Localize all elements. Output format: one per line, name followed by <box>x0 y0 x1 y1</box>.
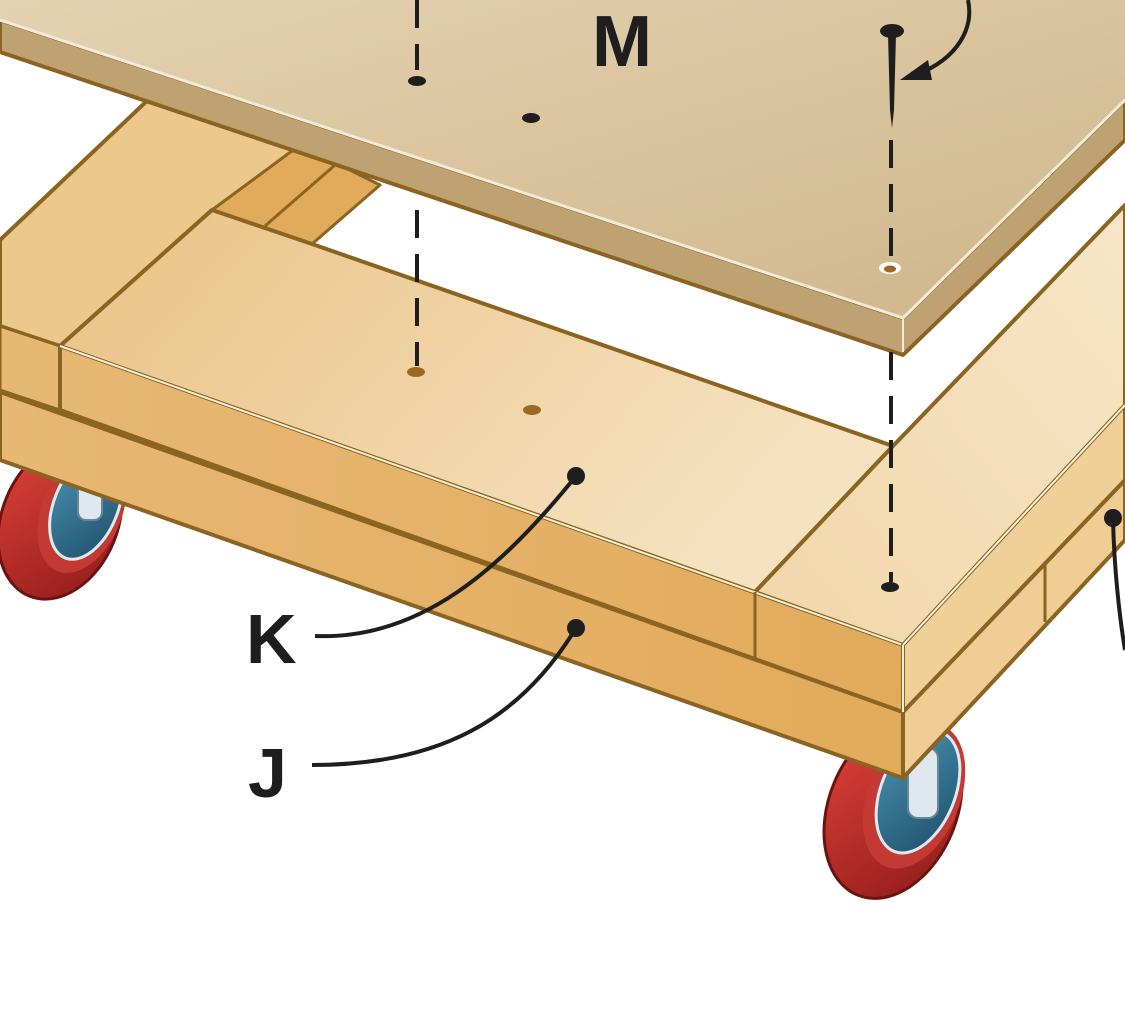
screw-hole <box>408 76 426 86</box>
leader-right <box>1104 509 1125 651</box>
pilot-hole <box>523 405 541 415</box>
part-label-j: J <box>248 734 287 812</box>
leader-k <box>314 467 585 639</box>
arrow-icon <box>900 0 972 80</box>
part-label-m: M <box>592 2 652 82</box>
part-label-k: K <box>246 600 297 678</box>
screw-icon <box>880 24 904 128</box>
screw-hole <box>522 113 540 123</box>
leader-j <box>311 619 585 767</box>
alignment-lines <box>415 0 893 582</box>
frame-k <box>0 96 1125 714</box>
pilot-hole <box>407 367 425 377</box>
plywood-top-m <box>0 0 1125 357</box>
